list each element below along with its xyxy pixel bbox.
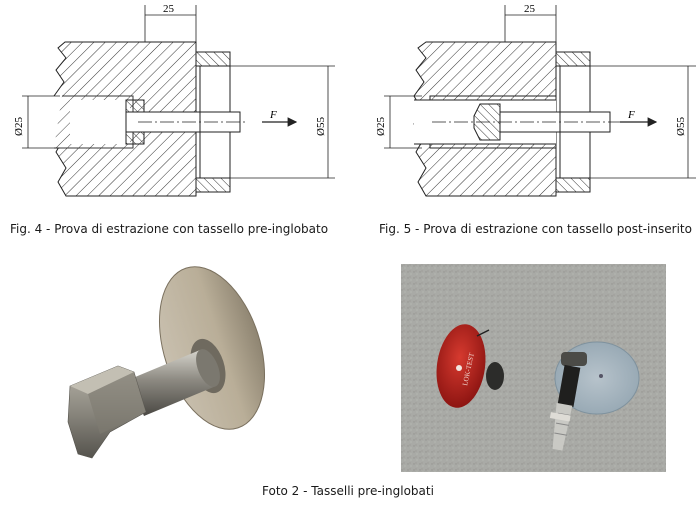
- fig4-dim-top: 25: [163, 3, 175, 15]
- fig5-dim-top: 25: [524, 3, 536, 15]
- fig4-force-label: F: [269, 109, 277, 121]
- fig4-dim-right: Ø55: [315, 117, 327, 136]
- reaction-ring-top: [195, 51, 231, 67]
- reaction-ring-bottom: [555, 177, 591, 193]
- dowel-shaft-photo: [128, 350, 216, 416]
- fig4-drawing: 25 Ø25 Ø55 F: [13, 3, 335, 197]
- dowel-photo: [67, 266, 266, 459]
- reaction-ring-bottom: [195, 177, 231, 193]
- anchor-stud: [557, 364, 581, 408]
- anchors-photo: LOK-TEST: [401, 264, 666, 472]
- fig4-dim-left: Ø25: [13, 117, 25, 136]
- fig5-dim-right: Ø55: [675, 117, 687, 136]
- reaction-ring-top: [555, 51, 591, 67]
- photo-caption: Foto 2 - Tasselli pre-inglobati: [262, 484, 434, 498]
- fig5-dim-left: Ø25: [375, 117, 387, 136]
- fig5-drawing: 25 Ø25 Ø55 F: [375, 3, 696, 197]
- fig4-caption: Fig. 4 - Prova di estrazione con tassell…: [10, 222, 329, 236]
- fig5-force-label: F: [627, 109, 635, 121]
- fig5-caption: Fig. 5 - Prova di estrazione con tassell…: [379, 222, 692, 236]
